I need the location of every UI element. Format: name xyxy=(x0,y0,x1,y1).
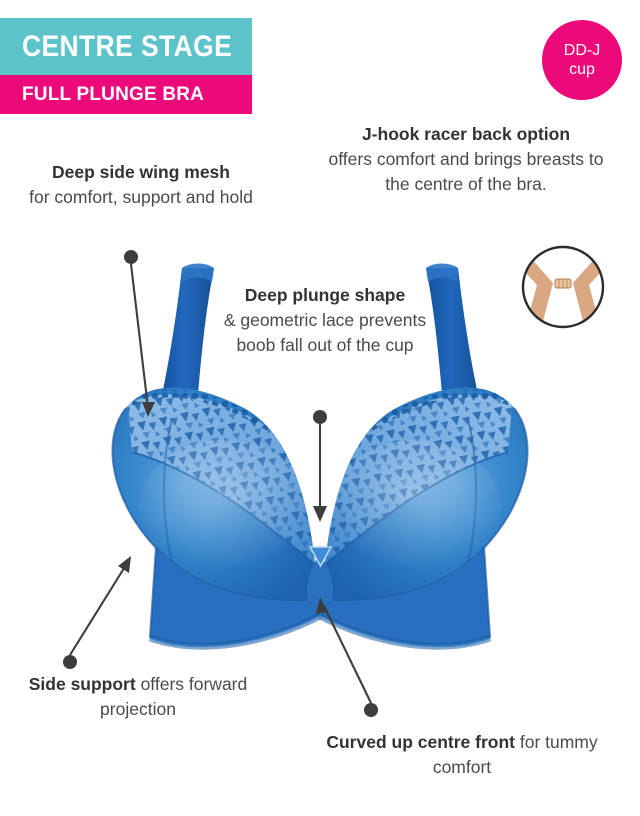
bra-left-band xyxy=(150,548,320,648)
annotation-body: & geometric lace prevents boob fall out … xyxy=(224,310,426,355)
bra-left-lace-panel xyxy=(128,394,318,566)
bra-right-band xyxy=(320,548,490,648)
bra-centre-charm xyxy=(308,546,333,568)
annotation-lead: Deep plunge shape xyxy=(244,285,406,305)
annotation-body-text: for comfort, support and hold xyxy=(29,186,253,207)
leader-side-support xyxy=(63,556,131,669)
annotation-lead: J-hook racer back option xyxy=(361,124,571,144)
bra-centre-front-band xyxy=(148,546,492,650)
leader-deep-plunge-shape xyxy=(313,410,327,522)
cup-size-unit: cup xyxy=(569,61,595,78)
bra-right-lace-panel xyxy=(322,394,512,566)
annotation-deep-side-wing-mesh: Deep side wing mesh for comfort, support… xyxy=(8,160,274,210)
annotation-body-text: for tummy comfort xyxy=(432,732,598,777)
product-name-banner: CENTRE STAGE xyxy=(0,18,252,75)
annotation-deep-plunge-shape: Deep plunge shape & geometric lace preve… xyxy=(205,283,445,358)
product-name-text: CENTRE STAGE xyxy=(22,29,233,63)
header-banner-group: CENTRE STAGE FULL PLUNGE BRA xyxy=(0,18,252,114)
annotation-body-text: offers forward projection xyxy=(100,674,248,719)
cup-size-range: DD-J xyxy=(563,41,601,59)
annotation-lead: Side support xyxy=(28,674,136,694)
bra-right-cup-mesh xyxy=(322,387,528,601)
annotation-side-support: Side support offers forward projection xyxy=(14,672,262,722)
annotation-body: for comfort, support and hold xyxy=(29,187,253,207)
bra-left-cup-mesh xyxy=(112,387,318,601)
cup-size-badge: DD-J cup xyxy=(542,20,622,100)
product-style-text: FULL PLUNGE BRA xyxy=(22,84,205,105)
bra-centre-gore xyxy=(306,556,334,616)
j-hook-racer-back-icon xyxy=(521,245,605,329)
annotation-lead: Curved up centre front xyxy=(326,732,515,752)
annotation-body: offers comfort and brings breasts to the… xyxy=(329,149,604,194)
annotation-curved-up-centre-front: Curved up centre front for tummy comfort xyxy=(318,730,606,780)
annotation-body-text: offers comfort and brings breasts to the… xyxy=(328,148,604,194)
annotation-body-text: & geometric lace prevents boob fall out … xyxy=(223,309,427,355)
product-style-banner: FULL PLUNGE BRA xyxy=(0,75,252,114)
leader-deep-side-wing-mesh xyxy=(124,250,155,417)
annotation-lead: Deep side wing mesh xyxy=(52,162,230,182)
leader-curved-up-centre-front xyxy=(316,597,378,717)
annotation-j-hook-racer-back: J-hook racer back option offers comfort … xyxy=(318,122,614,197)
